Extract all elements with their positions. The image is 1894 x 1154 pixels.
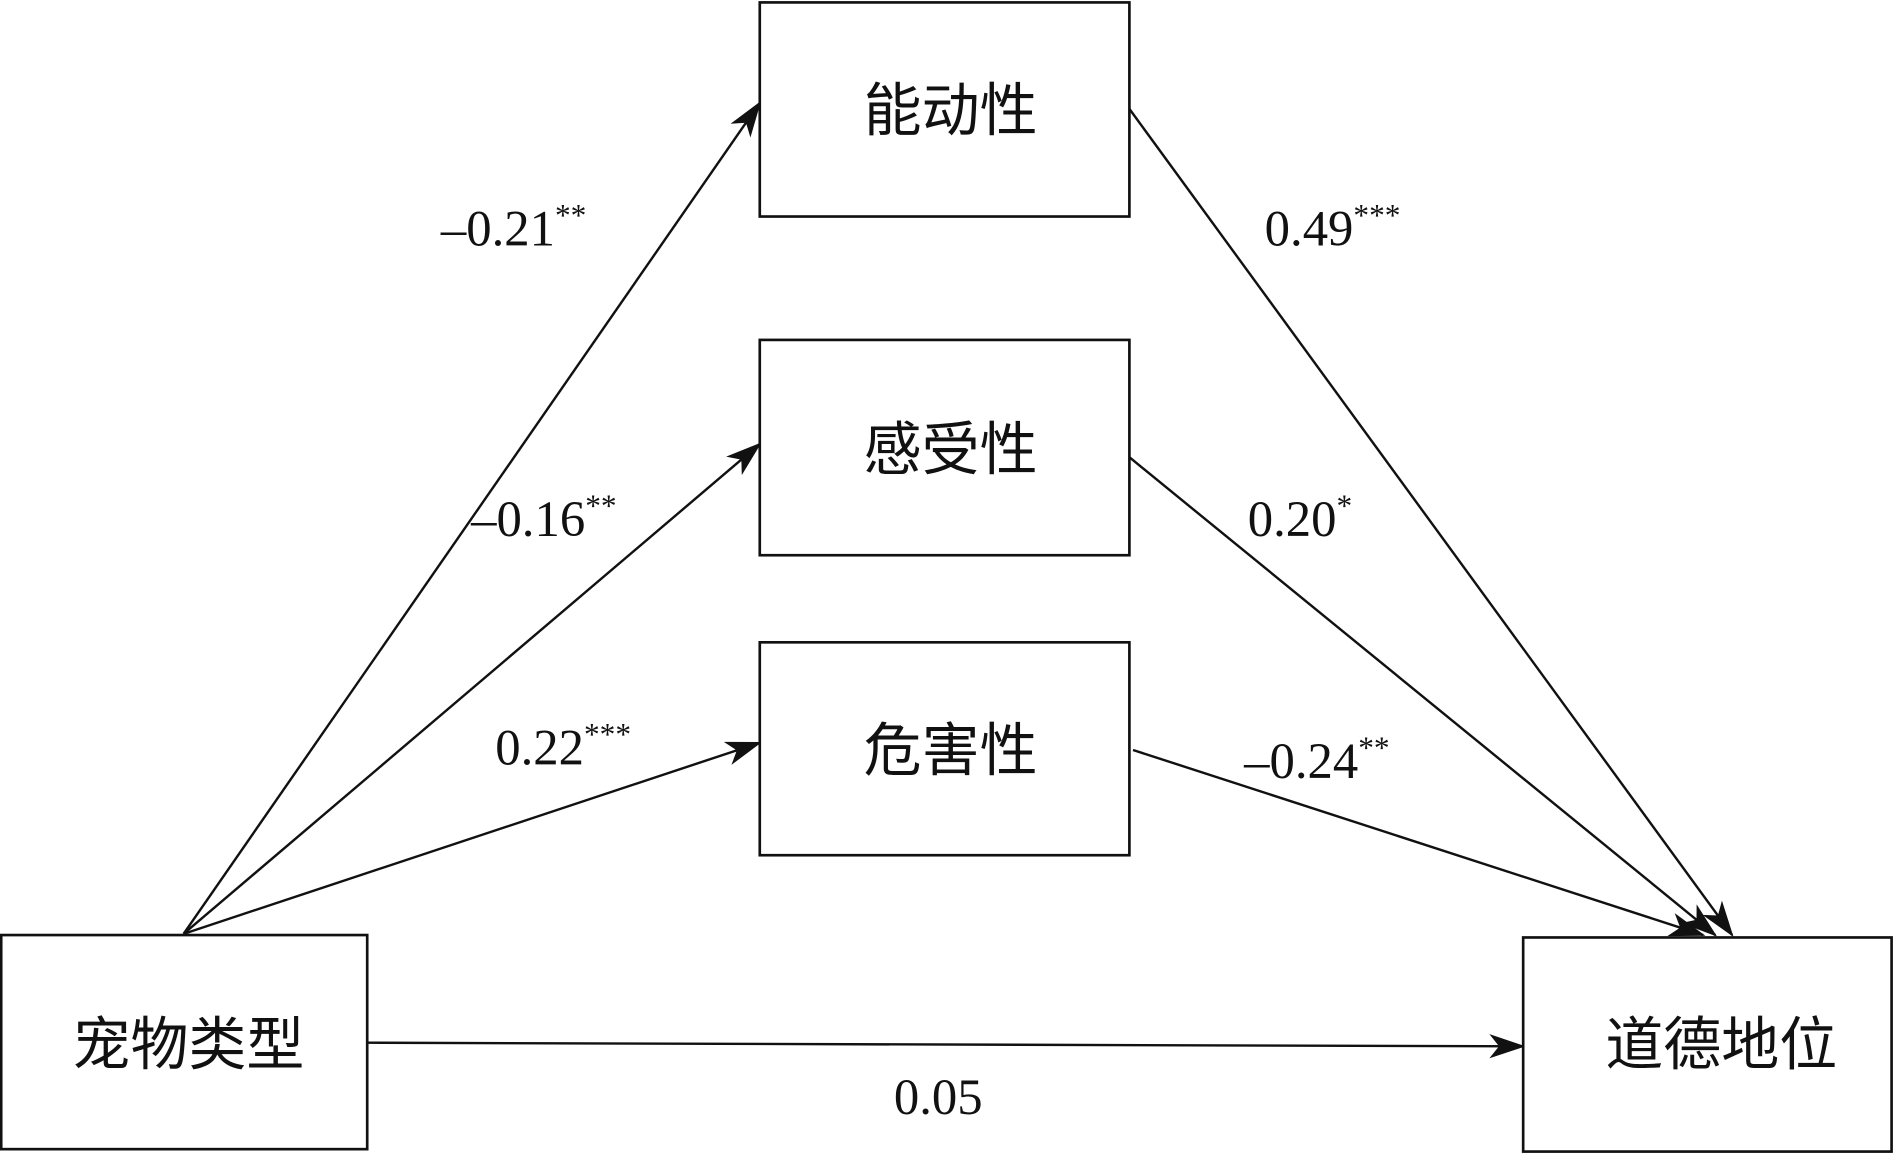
coef-sentience-to-moral: 0.20* (1248, 488, 1352, 546)
node-agency: 能动性 (758, 1, 1131, 218)
arrow-sentience-to-moral (1128, 456, 1718, 937)
arrow-agency-to-moral (1128, 108, 1734, 938)
coef-agency-to-moral: 0.49*** (1265, 198, 1401, 256)
node-harm: 危害性 (758, 640, 1131, 857)
arrow-pet-to-sentience (182, 442, 762, 935)
coef-pet-to-harm: 0.22*** (495, 717, 631, 775)
node-pet-type: 宠物类型 (0, 933, 369, 1151)
arrow-pet-to-harm (183, 741, 763, 935)
node-moral-status-label: 道德地位 (1605, 1012, 1837, 1077)
node-sentience: 感受性 (758, 338, 1131, 557)
coef-pet-to-sentience: –0.16** (470, 488, 616, 546)
node-agency-label: 能动性 (864, 79, 1038, 144)
node-moral-status: 道德地位 (1521, 936, 1893, 1153)
arrow-harm-to-moral (1132, 748, 1706, 937)
node-pet-type-label: 宠物类型 (72, 1012, 304, 1077)
coef-pet-to-agency: –0.21** (440, 198, 586, 256)
node-sentience-label: 感受性 (864, 417, 1038, 482)
coef-pet-to-moral: 0.05 (894, 1069, 983, 1125)
node-harm-label: 危害性 (864, 719, 1038, 784)
coef-harm-to-moral: –0.24** (1243, 730, 1389, 788)
arrow-pet-to-agency (182, 100, 762, 935)
arrow-pet-to-moral (367, 1034, 1526, 1059)
